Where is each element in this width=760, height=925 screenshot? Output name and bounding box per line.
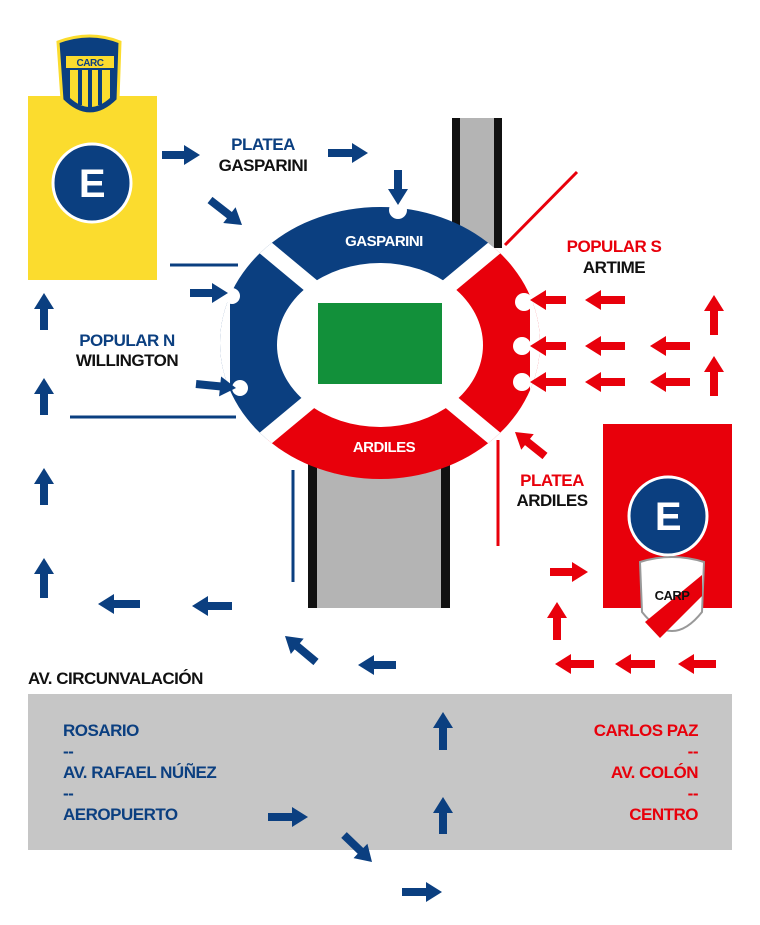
left-routes: ROSARIO -- AV. RAFAEL NÚÑEZ -- AEROPUERT… (63, 721, 217, 824)
away-route-arrow-icon (547, 602, 567, 640)
away-route-arrow-icon (530, 290, 566, 310)
stand-label-north: GASPARINI (345, 233, 423, 250)
away-route-arrow-icon (585, 290, 625, 310)
svg-text:E: E (655, 495, 681, 539)
svg-text:CARP: CARP (655, 588, 691, 603)
svg-text:POPULAR N: POPULAR N (79, 331, 175, 350)
away-route-arrow-icon (650, 372, 690, 392)
svg-text:--: -- (688, 742, 698, 761)
svg-text:CARC: CARC (77, 58, 104, 69)
away-route-arrow-icon (615, 654, 655, 674)
svg-text:AV. COLÓN: AV. COLÓN (611, 763, 698, 782)
home-club-logo: CARC (56, 34, 122, 116)
away-route-arrow-icon (550, 562, 588, 582)
label-popular-n: POPULAR N WILLINGTON (76, 331, 179, 370)
pitch (318, 303, 442, 384)
home-route-arrow-icon (433, 712, 453, 750)
home-parking-icon: E (51, 142, 133, 224)
home-route-arrow-icon (341, 832, 372, 862)
home-route-arrow-icon (195, 376, 236, 397)
home-route-arrow-icon (34, 378, 54, 415)
home-route-arrow-icon (190, 283, 228, 303)
svg-text:ROSARIO: ROSARIO (63, 721, 139, 740)
svg-text:PLATEA: PLATEA (231, 135, 295, 154)
home-route-arrow-icon (285, 636, 319, 666)
svg-text:GASPARINI: GASPARINI (219, 156, 308, 175)
home-route-arrow-icon (402, 882, 442, 902)
stand-ardiles (220, 343, 540, 479)
boundary-lines (70, 170, 579, 582)
home-route-arrow-icon (207, 196, 242, 225)
away-route-arrow-icon (555, 654, 594, 674)
home-route-arrow-icon (433, 797, 453, 834)
label-platea-ardiles: PLATEA ARDILES (516, 471, 588, 510)
away-route-arrow-icon (515, 432, 548, 460)
away-route-arrow-icon (585, 336, 625, 356)
home-route-arrow-icon (34, 293, 54, 330)
arrows (34, 143, 724, 902)
home-route-arrow-icon (162, 145, 200, 165)
svg-text:--: -- (688, 784, 698, 803)
away-parking-icon: E (627, 475, 709, 557)
svg-text:AV. RAFAEL NÚÑEZ: AV. RAFAEL NÚÑEZ (63, 762, 216, 782)
svg-text:POPULAR S: POPULAR S (567, 237, 662, 256)
home-route-arrow-icon (268, 807, 308, 827)
home-route-arrow-icon (34, 468, 54, 505)
away-route-arrow-icon (704, 295, 724, 335)
svg-text:AEROPUERTO: AEROPUERTO (63, 805, 178, 824)
stand-gasparini (220, 207, 540, 343)
away-route-arrow-icon (585, 372, 625, 392)
stand-label-south: ARDILES (353, 439, 416, 456)
avenue-label: AV. CIRCUNVALACIÓN (28, 669, 203, 688)
svg-text:--: -- (63, 742, 73, 761)
away-route-arrow-icon (530, 372, 566, 392)
south-road (308, 460, 450, 608)
label-popular-s: POPULAR S ARTIME (567, 237, 662, 277)
away-route-arrow-icon (704, 356, 724, 396)
svg-text:E: E (79, 162, 105, 206)
home-route-arrow-icon (192, 596, 232, 616)
away-route-arrow-icon (678, 654, 716, 674)
right-routes: CARLOS PAZ -- AV. COLÓN -- CENTRO (594, 721, 699, 824)
home-route-arrow-icon (388, 170, 408, 205)
stand-popular-n (220, 207, 380, 479)
home-route-arrow-icon (328, 143, 368, 163)
avenue-band (28, 694, 732, 850)
label-platea-gasparini: PLATEA GASPARINI (219, 135, 308, 175)
svg-text:ARDILES: ARDILES (516, 491, 587, 510)
away-route-arrow-icon (650, 336, 690, 356)
svg-text:WILLINGTON: WILLINGTON (76, 351, 179, 370)
svg-text:--: -- (63, 784, 73, 803)
svg-text:CENTRO: CENTRO (629, 805, 698, 824)
home-route-arrow-icon (34, 558, 54, 598)
svg-text:PLATEA: PLATEA (520, 471, 584, 490)
away-club-logo: CARP (638, 556, 706, 638)
away-route-arrow-icon (530, 336, 566, 356)
home-route-arrow-icon (98, 594, 140, 614)
svg-text:ARTIME: ARTIME (583, 258, 645, 277)
svg-text:CARLOS PAZ: CARLOS PAZ (594, 721, 698, 740)
home-route-arrow-icon (358, 655, 396, 675)
stand-popular-s (380, 207, 540, 479)
